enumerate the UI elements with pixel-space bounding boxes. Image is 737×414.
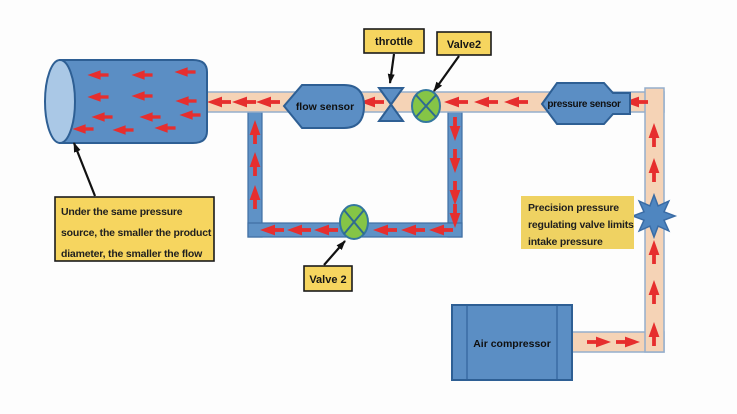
throttle-pointer-arrow — [387, 53, 396, 84]
pressure-note-line: diameter, the smaller the flow — [61, 248, 203, 260]
regulator-note-line: regulating valve limits — [528, 219, 634, 231]
hourglass-throttle-icon — [377, 87, 405, 122]
air-compressor-box-icon: Air compressor — [451, 304, 573, 381]
eight-point-star-regulator-icon — [630, 192, 678, 240]
throttle-valve-body — [377, 87, 405, 122]
valve2-bottom-tag: Valve 2 — [303, 265, 353, 292]
pressure-note: Under the same pressure source, the smal… — [54, 196, 215, 262]
flow-sensor-body — [282, 84, 366, 129]
throttle-tag: throttle — [363, 28, 425, 54]
pressure-sensor-label: pressure sensor — [547, 99, 621, 110]
valve2-tag-label: Valve2 — [447, 39, 481, 51]
valve2-tag: Valve2 — [436, 31, 492, 56]
valve2-x-mark — [415, 94, 437, 118]
circle-x-valve-icon — [411, 89, 441, 123]
valve2-bottom-tag-label: Valve 2 — [309, 274, 346, 286]
pointer-arrows — [72, 53, 460, 266]
pressure-sensor-body — [540, 82, 631, 125]
throttle-tag-label: throttle — [375, 36, 413, 48]
valve2-bottom-x-mark — [343, 209, 365, 235]
air-compressor-body — [451, 304, 573, 381]
valve2-bottom-pointer-arrow — [323, 240, 346, 266]
air-compressor-label: Air compressor — [473, 338, 551, 350]
cylinder-end-cap — [44, 59, 76, 144]
regulator-note-line: Precision pressure — [528, 202, 619, 214]
pressure-note-line: Under the same pressure — [61, 206, 183, 218]
note-pointer-arrow — [72, 142, 97, 197]
throttle-tag-box — [363, 28, 425, 54]
regulator-note-line: intake pressure — [528, 236, 603, 248]
regulator-star-body — [630, 192, 678, 240]
flow-sensor-label: flow sensor — [296, 101, 354, 113]
pressure-note-box — [54, 196, 215, 262]
regulator-note: Precision pressure regulating valve limi… — [521, 196, 634, 249]
flow-sensor: flow sensor — [282, 84, 366, 129]
pressure-note-line: source, the smaller the product — [61, 227, 212, 239]
circle-x-valve-icon — [339, 204, 369, 240]
pressure-sensor: pressure sensor — [540, 82, 631, 125]
cylinder-body — [59, 59, 208, 144]
valve2-tag-box — [436, 31, 492, 56]
air-tank-cylinder-icon — [44, 59, 208, 144]
valve2-bottom-tag-box — [303, 265, 353, 292]
valve2-pointer-arrow — [433, 55, 460, 92]
regulator-note-box — [521, 196, 634, 249]
